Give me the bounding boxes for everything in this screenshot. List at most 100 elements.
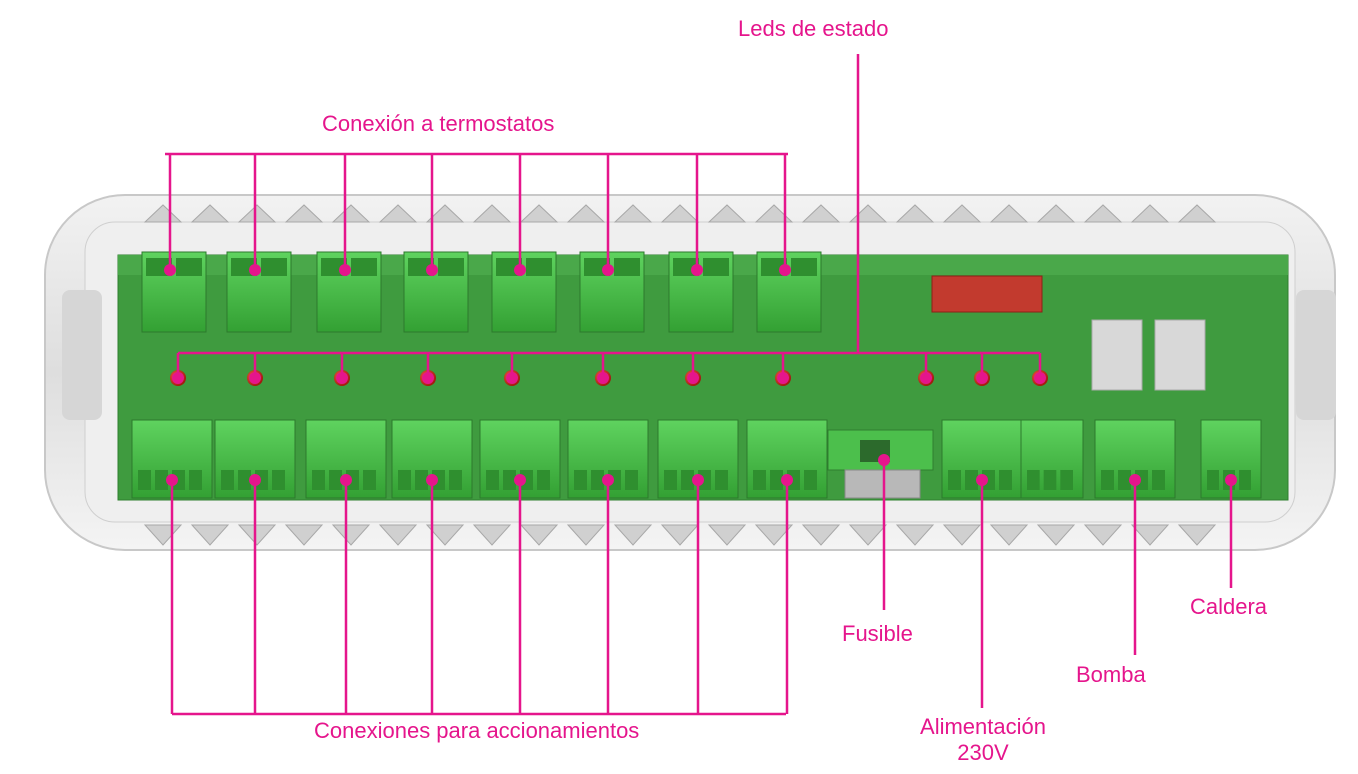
callout-dot (920, 372, 932, 384)
thermostat-connectors (141, 251, 822, 333)
callout-dot (249, 372, 261, 384)
label-bomba: Bomba (1076, 662, 1146, 687)
relay-white-1 (1091, 319, 1143, 391)
connector-screw (329, 470, 342, 490)
callout-dot (602, 474, 614, 486)
cable-clamp-top (143, 204, 183, 223)
callout-dot (339, 264, 351, 276)
callout-dot (340, 474, 352, 486)
connector-screw (1207, 470, 1219, 490)
cable-clamp-bottom (237, 524, 277, 546)
cable-clamp-bottom (754, 524, 794, 546)
relay-red (931, 275, 1043, 313)
callout-dot (426, 264, 438, 276)
connector-screw (948, 470, 961, 490)
cable-clamp-top (519, 204, 559, 223)
connector-screw (681, 470, 694, 490)
connector-screw (1027, 470, 1040, 490)
callout-dot (777, 372, 789, 384)
callout-dot (597, 372, 609, 384)
connector-screw (664, 470, 677, 490)
callout-dot (1034, 372, 1046, 384)
cable-clamp-bottom (378, 524, 418, 546)
connector-screw (449, 470, 462, 490)
top-cable-clamps (143, 204, 1217, 223)
cable-clamp-top (425, 204, 465, 223)
callout-dot (976, 474, 988, 486)
left-latch (62, 290, 102, 420)
callout-dot (687, 372, 699, 384)
connector-screw (261, 258, 287, 276)
connector-screw (537, 470, 550, 490)
callout-dot (514, 474, 526, 486)
cable-clamp-bottom (707, 524, 747, 546)
cable-clamp-bottom (801, 524, 841, 546)
cable-clamp-top (190, 204, 230, 223)
cable-clamp-top (660, 204, 700, 223)
cable-clamp-top (801, 204, 841, 223)
cable-clamp-top (989, 204, 1029, 223)
label-alimentacion: Alimentación 230V (908, 714, 1058, 766)
cable-clamp-bottom (1177, 524, 1217, 546)
connector-screw (703, 258, 729, 276)
callout-dot (249, 474, 261, 486)
cable-clamp-bottom (848, 524, 888, 546)
callout-dot (336, 372, 348, 384)
bottom-cable-clamps (143, 524, 1217, 546)
cable-clamp-bottom (190, 524, 230, 546)
cable-clamp-bottom (472, 524, 512, 546)
connector-screw (1118, 470, 1131, 490)
cable-clamp-top (472, 204, 512, 223)
connector-screw (770, 470, 783, 490)
cable-clamp-top (284, 204, 324, 223)
label-termostatos: Conexión a termostatos (322, 111, 555, 136)
cable-clamp-top (754, 204, 794, 223)
cable-clamp-bottom (1130, 524, 1170, 546)
cable-clamp-bottom (566, 524, 606, 546)
connector-screw (1101, 470, 1114, 490)
connector-screw (625, 470, 638, 490)
cable-clamp-top (237, 204, 277, 223)
connector-screw (574, 470, 587, 490)
connector-screw (438, 258, 464, 276)
cable-clamp-bottom (895, 524, 935, 546)
connector-screw (753, 470, 766, 490)
callout-dot (514, 264, 526, 276)
connector-screw (363, 470, 376, 490)
callout-dot (1129, 474, 1141, 486)
connector-screw (526, 258, 552, 276)
cable-clamp-bottom (519, 524, 559, 546)
cable-clamp-bottom (942, 524, 982, 546)
connector-screw (238, 470, 251, 490)
cable-clamp-top (378, 204, 418, 223)
connector-screw (1152, 470, 1165, 490)
right-latch (1296, 290, 1336, 420)
label-fusible: Fusible (842, 621, 913, 646)
callout-dot (1225, 474, 1237, 486)
label-alimentacion-line1: Alimentación (920, 714, 1046, 739)
callout-dot (172, 372, 184, 384)
callout-dot (164, 264, 176, 276)
cable-clamp-top (331, 204, 371, 223)
callout-dot (878, 454, 890, 466)
cable-clamp-bottom (613, 524, 653, 546)
connector-screw (138, 470, 151, 490)
label-leds: Leds de estado (738, 16, 889, 41)
relay-white-2 (1154, 319, 1206, 391)
callout-lines (165, 54, 1233, 716)
cable-clamp-top (707, 204, 747, 223)
connector-screw (791, 258, 817, 276)
connector-screw (189, 470, 202, 490)
label-alimentacion-line2: 230V (957, 740, 1009, 765)
cable-clamp-bottom (425, 524, 465, 546)
cable-clamp-top (942, 204, 982, 223)
cable-clamp-bottom (284, 524, 324, 546)
connector-screw (486, 470, 499, 490)
connector-screw (614, 258, 640, 276)
label-accionamientos: Conexiones para accionamientos (314, 718, 640, 743)
connector-screw (1060, 470, 1073, 490)
cable-clamp-bottom (331, 524, 371, 546)
cable-clamp-bottom (660, 524, 700, 546)
connector-screw (398, 470, 411, 490)
connector-screw (503, 470, 516, 490)
